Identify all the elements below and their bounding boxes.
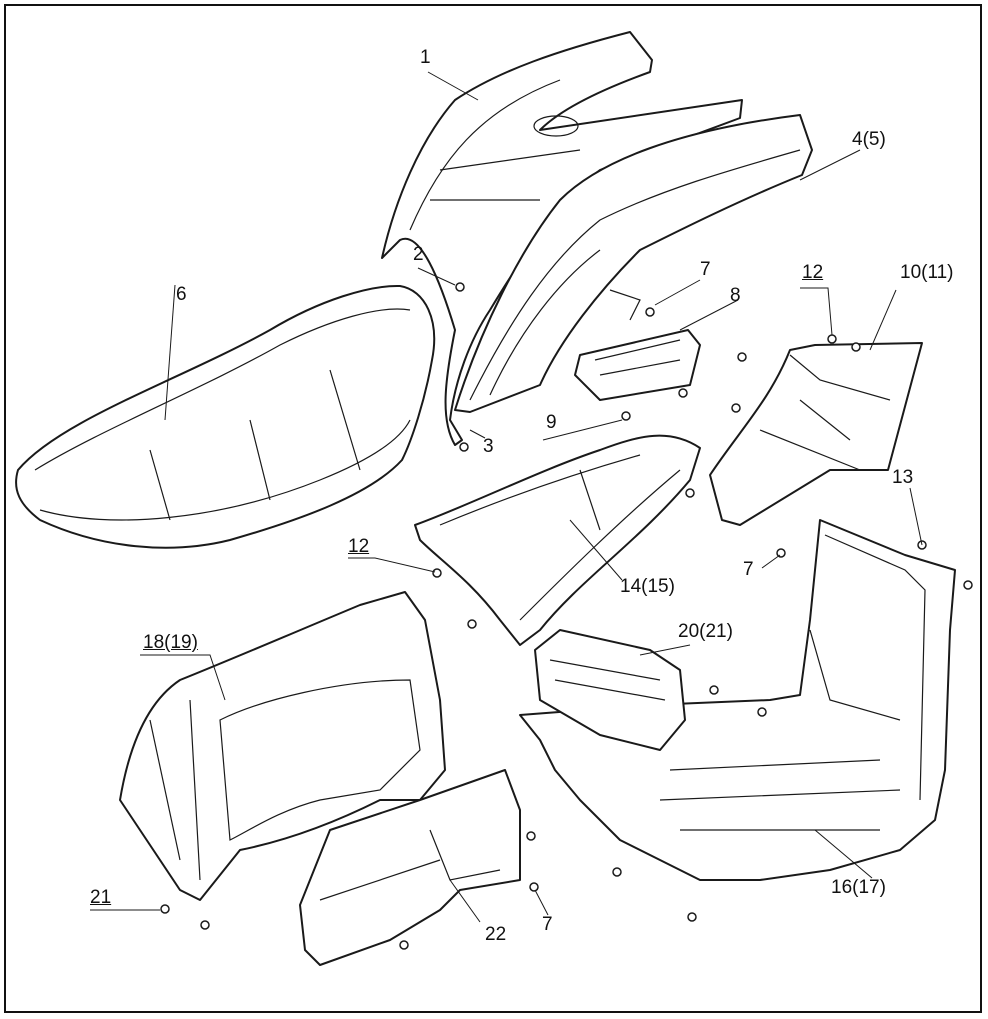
label-10-11: 10(11) [900, 262, 954, 283]
fasteners [160, 282, 973, 950]
part-22-mud-guard [299, 769, 521, 966]
label-1: 1 [420, 47, 431, 68]
part-16-footrest [519, 519, 956, 881]
label-7-bottom: 7 [542, 914, 553, 935]
label-18-19: 18(19) [143, 632, 198, 653]
part-20-tray [534, 629, 686, 751]
label-3: 3 [483, 436, 494, 457]
label-8: 8 [730, 285, 741, 306]
label-9: 9 [546, 412, 557, 433]
label-2: 2 [413, 244, 424, 265]
leader-lines [90, 71, 923, 923]
label-6: 6 [176, 284, 187, 305]
label-12-left: 12 [348, 536, 370, 557]
label-12-right: 12 [802, 262, 824, 283]
label-7-top: 7 [700, 259, 711, 280]
label-13: 13 [892, 467, 914, 488]
label-22: 22 [485, 924, 507, 945]
part-4-side-panel [454, 114, 813, 413]
part-10-rear-cover [709, 342, 923, 526]
label-20-21: 20(21) [678, 621, 733, 642]
part-8-bracket [574, 329, 701, 401]
part-6-seat [15, 284, 436, 549]
label-4-5: 4(5) [852, 129, 886, 150]
part-14-mid-cover [414, 434, 701, 646]
label-16-17: 16(17) [831, 877, 886, 898]
label-7-mid: 7 [743, 559, 754, 580]
part-18-inner-fender [119, 591, 446, 901]
label-21: 21 [90, 887, 112, 908]
label-14-15: 14(15) [620, 576, 675, 597]
